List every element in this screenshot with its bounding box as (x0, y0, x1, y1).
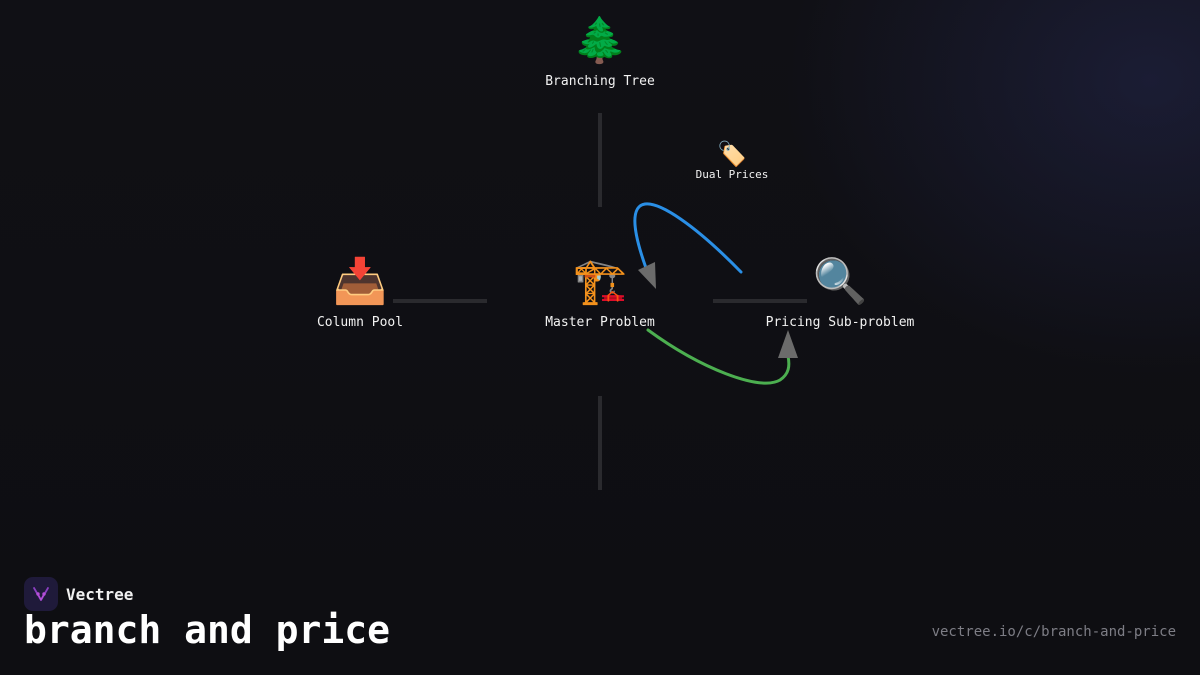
new-columns-curve (646, 328, 791, 385)
dual-prices-curve (633, 202, 743, 274)
node-label: Column Pool (316, 315, 404, 330)
node-label: Branching Tree (545, 74, 655, 89)
page-title: branch and price (24, 608, 391, 652)
page-url[interactable]: vectree.io/c/branch-and-price (931, 624, 1176, 640)
inbox-tray-icon: 📥 (332, 256, 388, 307)
brand: Vectree (24, 577, 133, 611)
tree-icon: 🌲 (572, 15, 628, 66)
vectree-logo-mark (33, 587, 49, 601)
node-label: Master Problem (545, 315, 655, 330)
edge-label-text: Dual Prices (695, 168, 769, 181)
node-label: Pricing Sub-problem (765, 315, 915, 330)
node-branching-tree: 🌲 Branching Tree (545, 15, 655, 90)
vectree-logo-icon (24, 577, 58, 611)
edge-label-dual-prices: 🏷️ Dual Prices (696, 140, 769, 181)
dual-prices-arrowhead (638, 262, 656, 289)
node-column-pool: 📥 Column Pool (316, 256, 404, 331)
construction-crane-icon: 🏗️ (572, 256, 628, 307)
new-columns-arrowhead (778, 330, 798, 358)
node-pricing-subproblem: 🔍 Pricing Sub-problem (765, 256, 915, 331)
brand-name: Vectree (66, 584, 134, 604)
magnifying-glass-icon: 🔍 (812, 256, 868, 307)
node-master-problem: 🏗️ Master Problem (545, 256, 655, 331)
price-tag-icon: 🏷️ (717, 140, 747, 168)
